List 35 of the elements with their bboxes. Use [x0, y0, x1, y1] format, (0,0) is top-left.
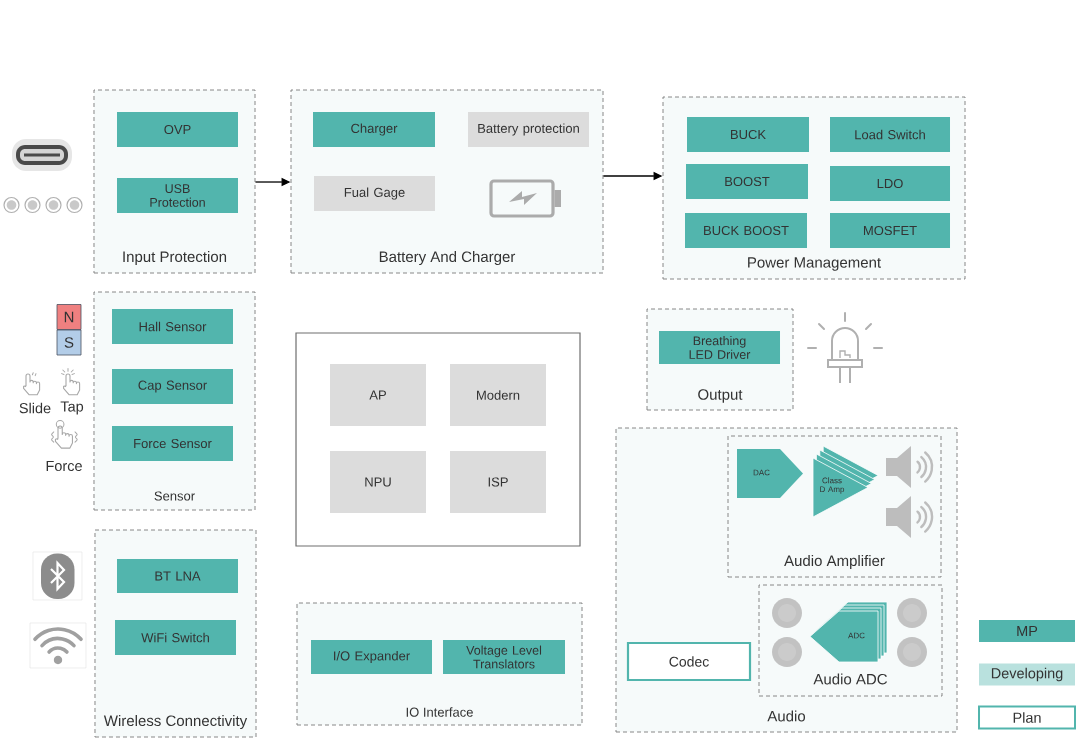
component-box: I/O Expander [311, 640, 432, 674]
component-box: Cap Sensor [112, 369, 233, 404]
component-box: USB Protection [117, 178, 238, 213]
component-box: Battery protection [468, 112, 589, 147]
component-box: OVP [117, 112, 238, 147]
component-box: Load Switch [830, 117, 950, 152]
pentagon-stack: ADC [809, 601, 888, 663]
component-box: LDO [830, 166, 950, 201]
component-box: Modern [450, 364, 546, 426]
component-box: Charger [313, 112, 435, 147]
gesture-label: Force [46, 460, 82, 472]
magnet-pole: N [56, 304, 82, 330]
component-box: Fual Gage [314, 176, 435, 211]
legend-key: Developing [979, 663, 1075, 686]
gesture-label: Slide [19, 402, 51, 414]
component-box: BUCK BOOST [685, 213, 807, 248]
component-box: Breathing LED Driver [659, 331, 780, 364]
component-box: MOSFET [830, 213, 950, 248]
component-box: Hall Sensor [112, 309, 233, 344]
component-box: ISP [450, 451, 546, 513]
component-box: Voltage Level Translators [443, 640, 565, 674]
component-box: NPU [330, 451, 426, 513]
component-box: Force Sensor [112, 426, 233, 461]
amplifier-triangle: Class D Amp [812, 445, 879, 518]
component-box: WiFi Switch [115, 620, 236, 655]
component-box: Codec [626, 641, 752, 682]
component-box: BT LNA [117, 559, 238, 593]
pentagon-block: DAC [737, 449, 803, 498]
gesture-label: Tap [60, 401, 84, 415]
magnet-pole: S [56, 329, 82, 356]
component-box: AP [330, 364, 426, 426]
component-box: BUCK [687, 117, 809, 152]
legend-key: MP [979, 620, 1075, 642]
legend-key: Plan [978, 705, 1076, 730]
component-box: BOOST [686, 164, 808, 199]
